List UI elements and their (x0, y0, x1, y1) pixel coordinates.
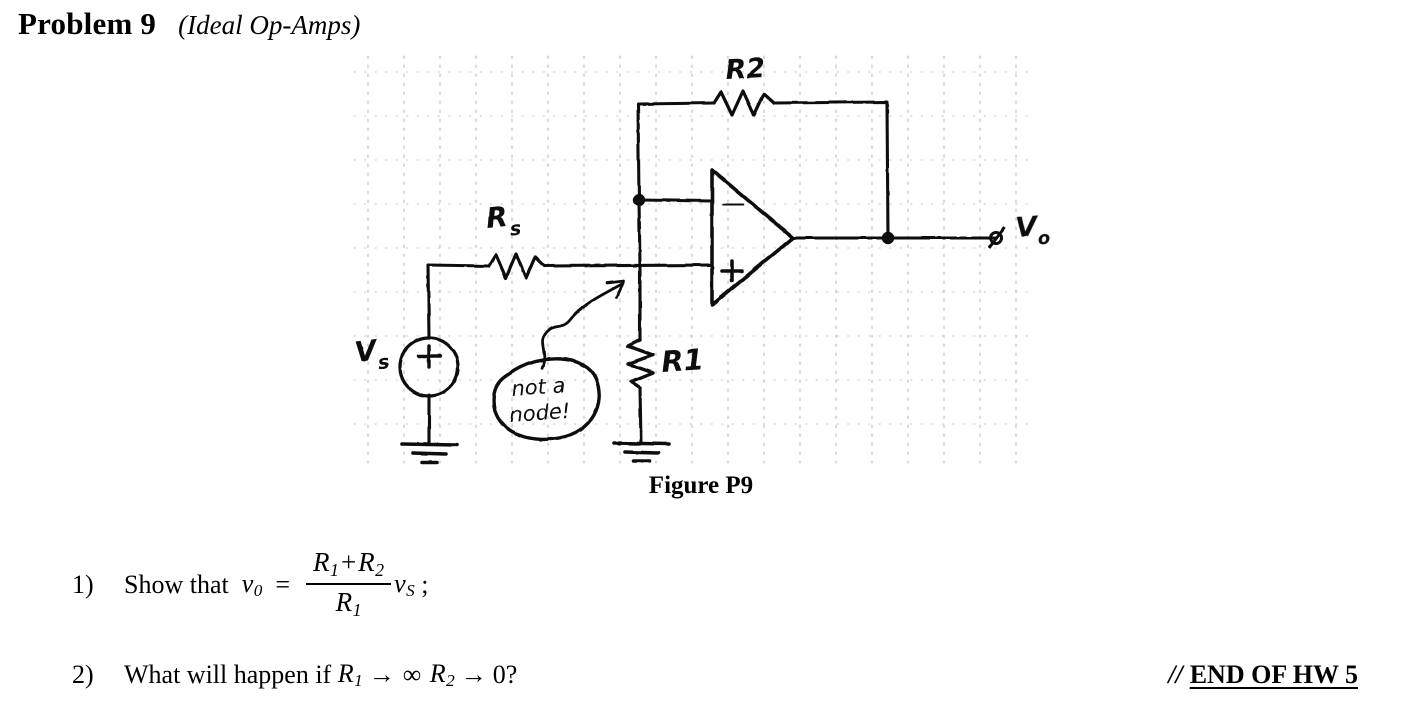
question-2-terminator: ? (505, 660, 518, 690)
question-item-2: 2)What will happen if R1→∞ R2→0? (0, 658, 1402, 691)
question-2-variable-r1: R1 (337, 658, 363, 691)
question-2-limit-2: 0 (492, 660, 506, 690)
problem-topic: (Ideal Op-Amps) (178, 10, 361, 40)
label-vs: Vs (353, 332, 391, 377)
label-rs: Rs (484, 199, 522, 243)
circuit-text-labels: R2 Rs R1 Vs Vo not a node! (353, 53, 1050, 427)
voltage-source-symbol (398, 336, 460, 398)
output-terminal (987, 226, 1007, 249)
end-of-homework-marker: //END OF HW 5 (1168, 660, 1358, 690)
resistor-r2 (712, 89, 776, 117)
question-1-fraction: R1+R2 R1 (306, 547, 392, 621)
question-2-variable-r2: R2 (429, 658, 455, 691)
end-marker-slashes: // (1168, 660, 1183, 689)
label-r1: R1 (660, 342, 705, 379)
question-1-number: 1) (72, 569, 94, 599)
label-r2: R2 (725, 53, 766, 86)
circuit-svg: R2 Rs R1 Vs Vo not a node! (353, 53, 1050, 464)
annotation-arrow (540, 279, 626, 370)
figure-caption: Figure P9 (648, 472, 754, 499)
resistor-r1 (626, 338, 655, 390)
page-title: Problem 9 (Ideal Op-Amps) (18, 6, 360, 42)
source-polarity-plus (417, 344, 442, 369)
figure-block: R2 Rs R1 Vs Vo not a node! (0, 52, 1402, 499)
question-1-equals: = (275, 569, 291, 599)
label-vo-base: V (1014, 209, 1040, 244)
annotation-callout-oval (491, 357, 601, 441)
label-vo-sub: o (1037, 228, 1050, 250)
question-2-arrow-2: → (460, 660, 487, 690)
question-1-tail-variable: vS (394, 568, 415, 601)
question-1-terminator: ; (421, 569, 429, 599)
annotation-line-2: node! (509, 399, 571, 427)
fraction-denominator: R1 (335, 586, 362, 620)
end-marker-text: END OF HW 5 (1189, 660, 1358, 689)
graph-paper-grid (367, 55, 1017, 464)
label-rs-base: R (484, 200, 509, 235)
question-2-lead: What will happen if (124, 660, 332, 690)
question-1-lead: Show that (124, 569, 229, 599)
label-rs-sub: s (509, 217, 523, 240)
questions-list: 1) Show that v0 = R1+R2 R1 vS ; 2) What wi… (0, 547, 1402, 691)
question-2-arrow-1: → (368, 660, 395, 690)
label-vs-sub: s (377, 351, 391, 374)
opamp-triangle (710, 168, 795, 307)
question-2-limit-1: ∞ (402, 660, 422, 690)
graph-paper-grid-rows (353, 71, 1035, 425)
opamp-noninverting-sign (720, 259, 744, 283)
junction-dot-inverting-node (632, 193, 646, 207)
label-vs-base: V (353, 333, 381, 369)
question-1-variable-v: v0 (241, 568, 263, 601)
ground-symbol-r1 (612, 441, 671, 463)
circuit-wires (426, 100, 998, 446)
circuit-diagram: R2 Rs R1 Vs Vo not a node! (334, 52, 1050, 467)
resistor-rs (487, 252, 546, 280)
question-2-number: 2) (72, 660, 94, 690)
annotation-line-1: not a (511, 373, 566, 401)
fraction-numerator: R1+R2 (306, 547, 392, 585)
label-vo: Vo (1014, 209, 1050, 251)
question-item-1: 1) Show that v0 = R1+R2 R1 vS ; (0, 547, 1402, 644)
ground-symbol-source (400, 442, 459, 464)
junction-dot-output-node (881, 231, 895, 245)
problem-number: Problem 9 (18, 6, 157, 41)
opamp-inverting-sign (722, 202, 744, 207)
